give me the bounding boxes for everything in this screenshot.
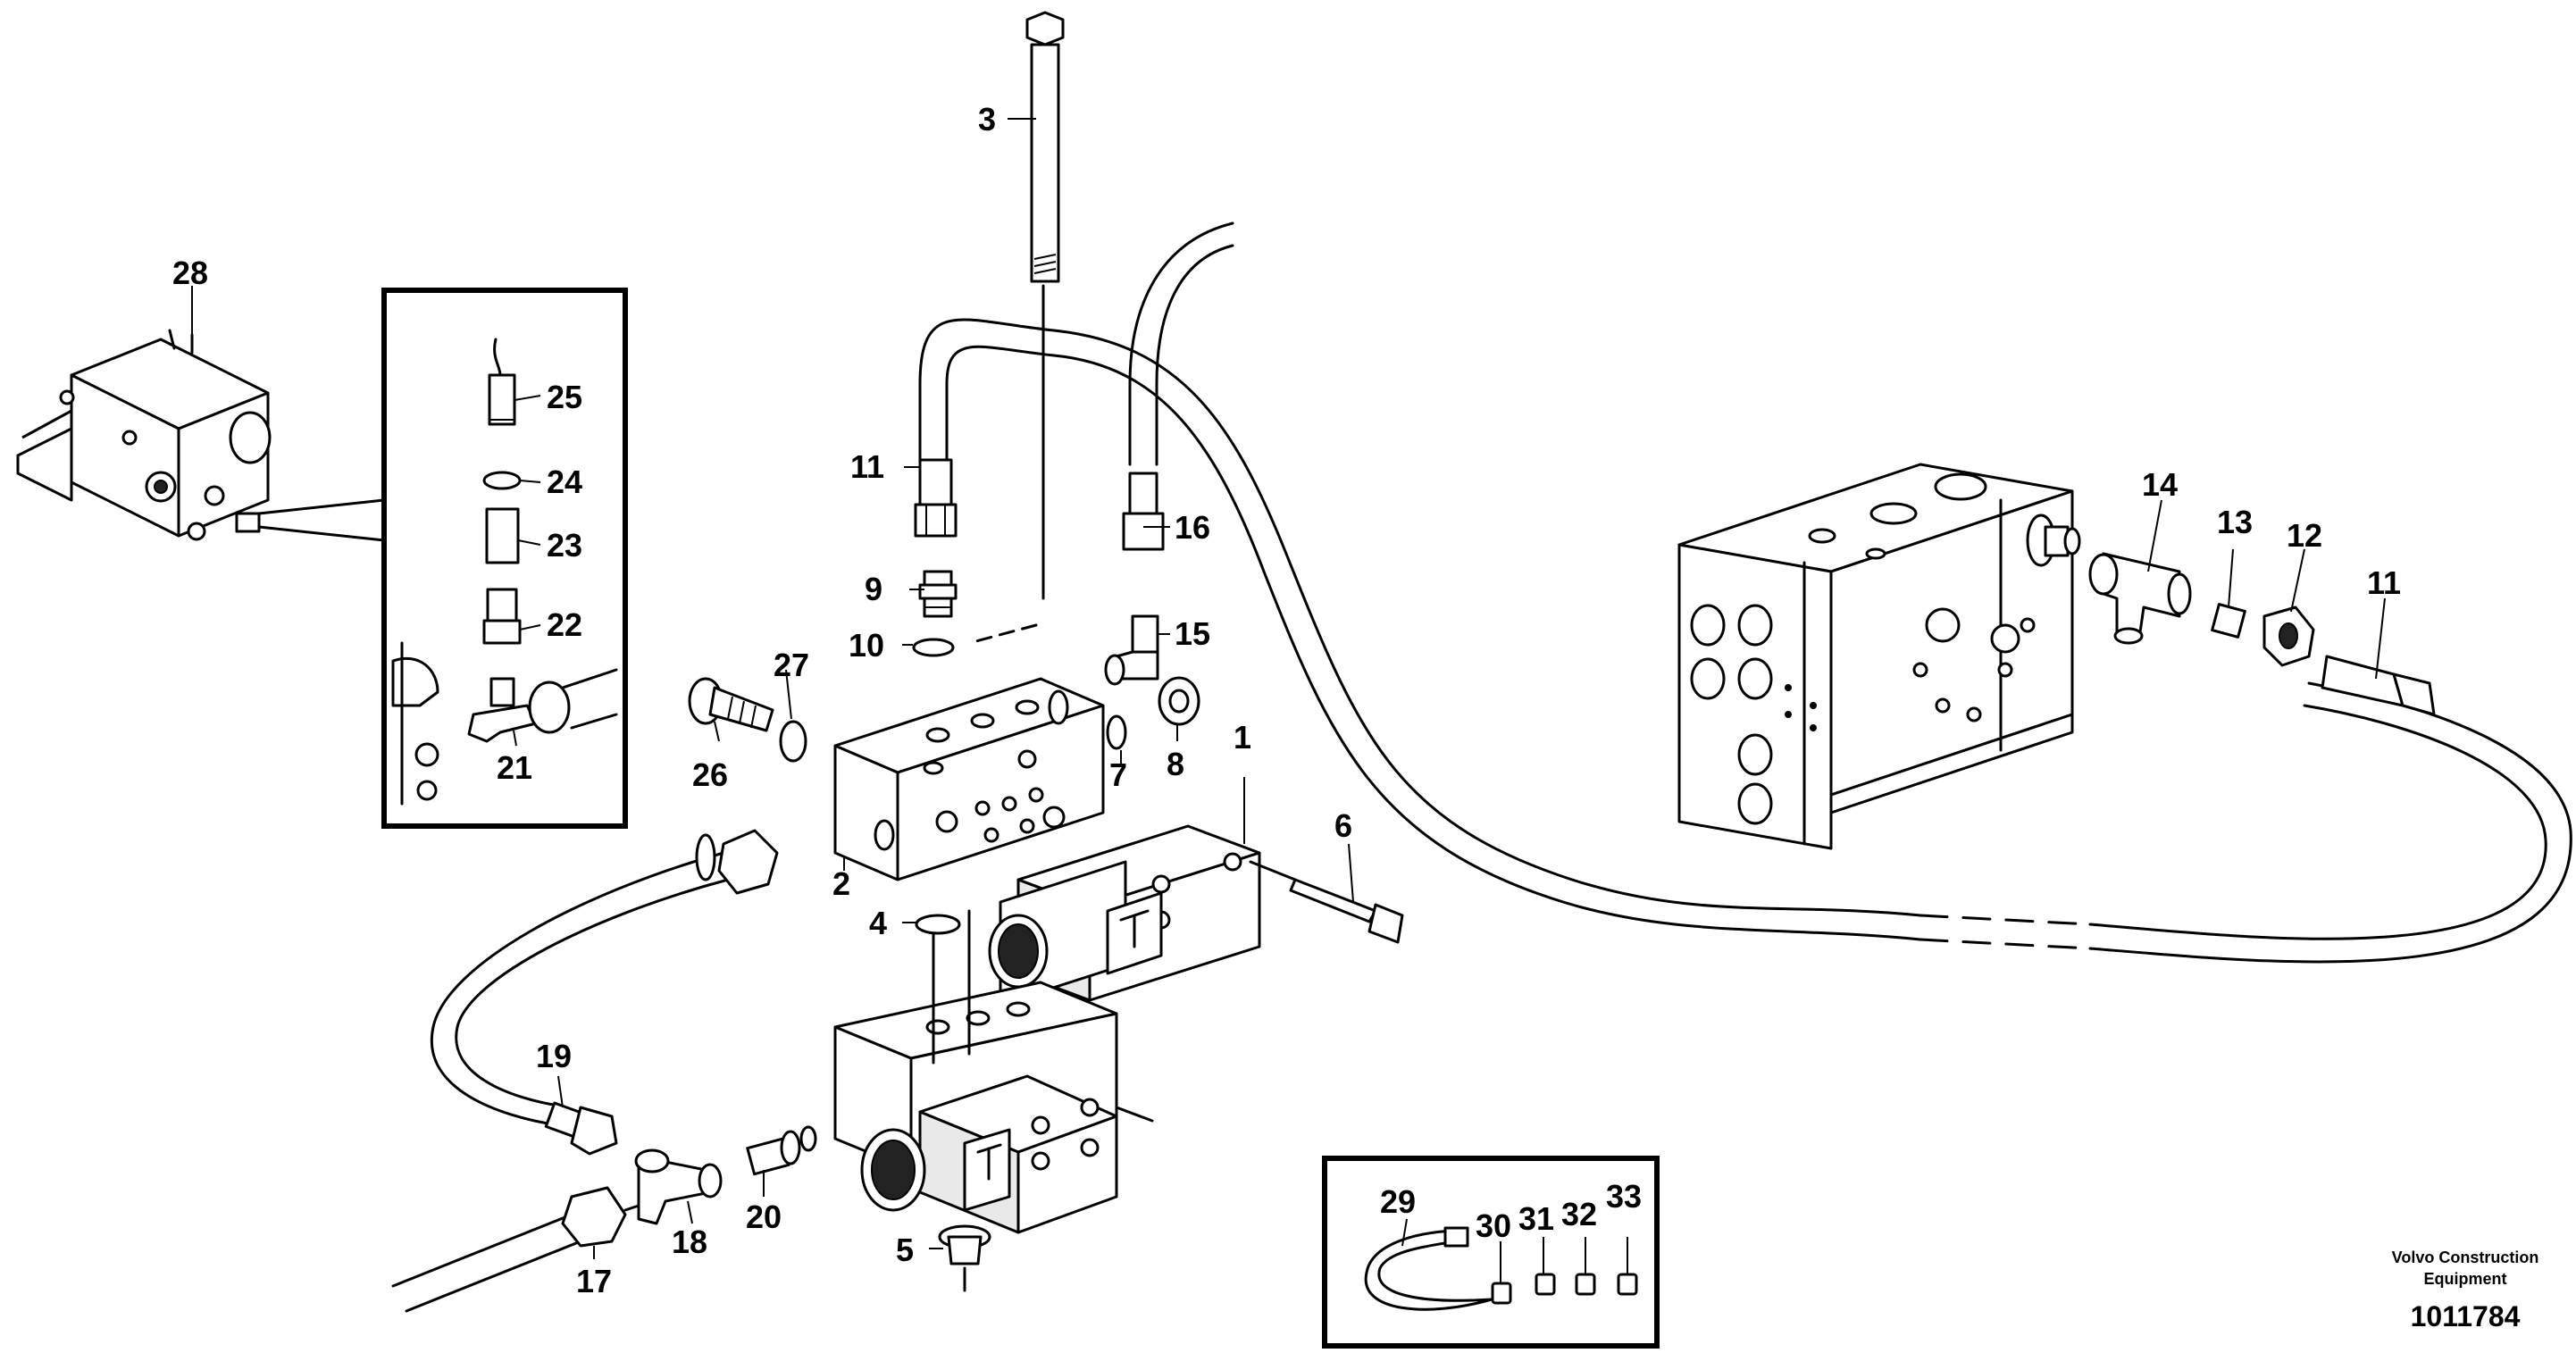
callout-12: 12 [2287,517,2322,554]
nipple-9 [918,570,958,618]
nut-12 [2262,606,2315,667]
callout-27: 27 [774,647,809,683]
callout-3: 3 [978,101,996,138]
callout-14: 14 [2142,466,2178,503]
valve-28 [16,329,272,541]
valve-block-2 [833,677,1105,881]
callout-8: 8 [1167,746,1184,782]
o-ring-7b [1048,689,1069,725]
callout-33: 33 [1606,1178,1642,1215]
hose-17-lower [391,1213,587,1313]
fitting-11-right [2321,655,2436,716]
callout-21: 21 [497,749,532,786]
callout-24: 24 [547,464,582,500]
callout-11-top: 11 [850,448,884,485]
callout-9: 9 [865,571,882,607]
callout-23: 23 [547,527,582,564]
callout-32: 32 [1561,1196,1597,1232]
callouts: 3 11 16 9 10 15 27 26 7 8 1 6 2 4 5 19 2… [172,101,2401,1299]
callout-11-right: 11 [2367,564,2401,601]
solenoid-valve-1 [988,824,1261,1006]
callout-29: 29 [1380,1183,1416,1220]
callout-19: 19 [536,1038,572,1074]
nut-16 [1122,472,1165,551]
callout-6: 6 [1334,807,1352,844]
callout-20: 20 [746,1198,782,1235]
callout-30: 30 [1476,1207,1511,1244]
callout-13: 13 [2217,504,2253,540]
elbow-15 [1104,614,1159,686]
nut-17 [561,1186,640,1248]
credit-line-2: Equipment [2424,1270,2507,1288]
washer-27 [779,720,807,763]
tee-18 [634,1148,723,1225]
accessory-box [1322,1156,1660,1349]
callout-5: 5 [896,1232,914,1268]
bolt-6 [1249,860,1404,944]
valve-block-lower [833,909,1154,1234]
callout-18: 18 [672,1224,707,1260]
hose-16-upper [1128,221,1234,466]
credit-block: Volvo Construction Equipment 1011784 [2392,1249,2539,1332]
callout-26: 26 [692,756,728,793]
o-ring-7 [1106,714,1127,750]
hose-nut-left [695,829,779,895]
leader-lines [191,118,2386,1283]
callout-1: 1 [1234,719,1251,756]
sleeve-13 [2211,603,2246,639]
o-ring-10 [912,638,955,657]
fitting-11-top [914,458,958,538]
hose-19-loop [430,851,730,1127]
callout-2: 2 [832,865,850,902]
credit-line-1: Volvo Construction [2392,1249,2539,1266]
plug-8 [1158,676,1200,726]
callout-17: 17 [576,1263,612,1299]
callout-28: 28 [172,255,208,291]
reference-number: 1011784 [2411,1300,2521,1332]
detail-box [381,288,628,829]
nut-5 [938,1224,991,1292]
callout-25: 25 [547,379,582,415]
o-ring-4 [915,914,961,935]
callout-4: 4 [869,905,887,941]
bolt-26 [688,677,774,732]
tee-14 [2088,552,2192,645]
callout-10: 10 [849,627,884,664]
detail-pointer [257,498,386,542]
hose-11-main [918,318,2572,964]
callout-15: 15 [1175,615,1210,652]
nut-19 [544,1101,618,1156]
callout-22: 22 [547,606,582,643]
bolt-3 [967,11,1065,645]
callout-31: 31 [1518,1200,1554,1237]
callout-16: 16 [1175,509,1210,546]
adapter-20 [746,1125,817,1176]
manifold-right [1677,463,2081,850]
callout-7: 7 [1109,756,1127,793]
